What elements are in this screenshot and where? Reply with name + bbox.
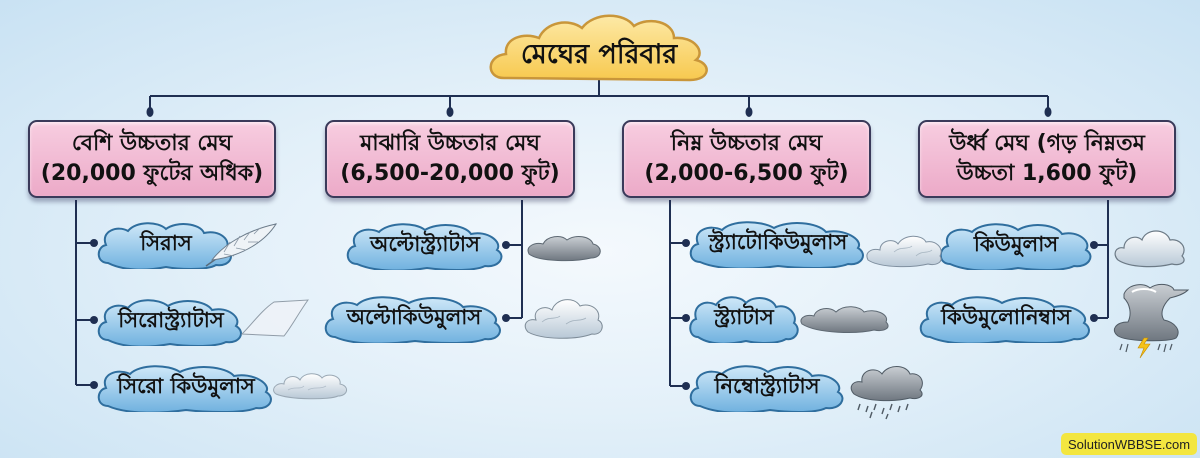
category-vertical-clouds: উর্ধ্ব মেঘ (গড় নিম্নতম উচ্চতা 1,600 ফুট… [918,120,1176,198]
cloud-type-label: সিরোস্ট্র্যাটাস [118,307,224,332]
category-title: মাঝারি উচ্চতার মেঘ [360,131,540,156]
grey-layer-cloud-icon [800,306,889,333]
root-node: মেঘের পরিবার [484,8,714,88]
cloud-type-label: কিউমুলোনিম্বাস [941,304,1071,329]
category-range: (2,000-6,500 ফুট) [644,161,849,186]
cloud-type-cirrocumulus: সিরো কিউমুলাস [96,362,276,412]
category-title: নিম্ন উচ্চতার মেঘ [670,131,823,156]
cloud-type-cumulus: কিউমুলাস [938,220,1094,270]
cloud-type-stratocumulus: স্ট্র্যাটোকিউমুলাস [688,218,868,268]
flat-cloud-icon [527,236,601,262]
category-range: উচ্চতা 1,600 ফুট) [956,161,1138,186]
category-range: (6,500-20,000 ফুট) [340,161,560,186]
category-middle-clouds: মাঝারি উচ্চতার মেঘ (6,500-20,000 ফুট) [325,120,575,198]
cloud-type-cirrostratus: সিরোস্ট্র্যাটাস [96,296,246,346]
cloud-type-nimbostratus: নিম্বোস্ট্র্যাটাস [688,362,846,412]
cloud-type-label: অল্টোস্ট্র্যাটাস [370,231,480,256]
cloud-type-label: স্ট্র্যাটোকিউমুলাস [708,229,848,254]
cloud-type-label: সিরাস [140,230,192,255]
cloudlets-icon [273,373,347,400]
layered-cloud-icon [866,235,942,268]
diagram-title: মেঘের পরিবার [520,39,678,70]
rain-cloud-icon [850,366,923,420]
cloud-type-altocumulus: অল্টোকিউমুলাস [323,293,505,343]
watermark: SolutionWBBSE.com [1061,433,1197,455]
category-title: উর্ধ্ব মেঘ (গড় নিম্নতম [949,131,1145,156]
cloud-type-label: সিরো কিউমুলাস [117,373,255,398]
veil-sheet-icon [240,299,310,337]
cloud-type-label: অল্টোকিউমুলাস [346,304,482,329]
category-high-clouds: বেশি উচ্চতার মেঘ (20,000 ফুটের অধিক) [28,120,276,198]
puffy-cloud-icon [524,299,603,339]
cloud-type-cirrus: সিরাস [96,219,236,269]
cumulus-cloud-icon [1114,230,1185,268]
thunderstorm-cloud-icon [1113,283,1190,359]
root-cloud-shape [489,14,708,82]
cloud-type-stratus: স্ট্র্যাটাস [688,293,800,343]
category-title: বেশি উচ্চতার মেঘ [71,131,233,156]
category-low-clouds: নিম্ন উচ্চতার মেঘ (2,000-6,500 ফুট) [622,120,871,198]
cloud-type-altostratus: অল্টোস্ট্র্যাটাস [345,220,505,270]
feather-icon [205,223,278,267]
cloud-type-label: কিউমুলাস [973,231,1059,256]
cloud-type-label: নিম্বোস্ট্র্যাটাস [714,373,820,398]
cloud-type-cumulonimbus: কিউমুলোনিম্বাস [918,293,1094,343]
cloud-type-label: স্ট্র্যাটাস [714,304,774,329]
category-range: (20,000 ফুটের অধিক) [40,161,264,186]
